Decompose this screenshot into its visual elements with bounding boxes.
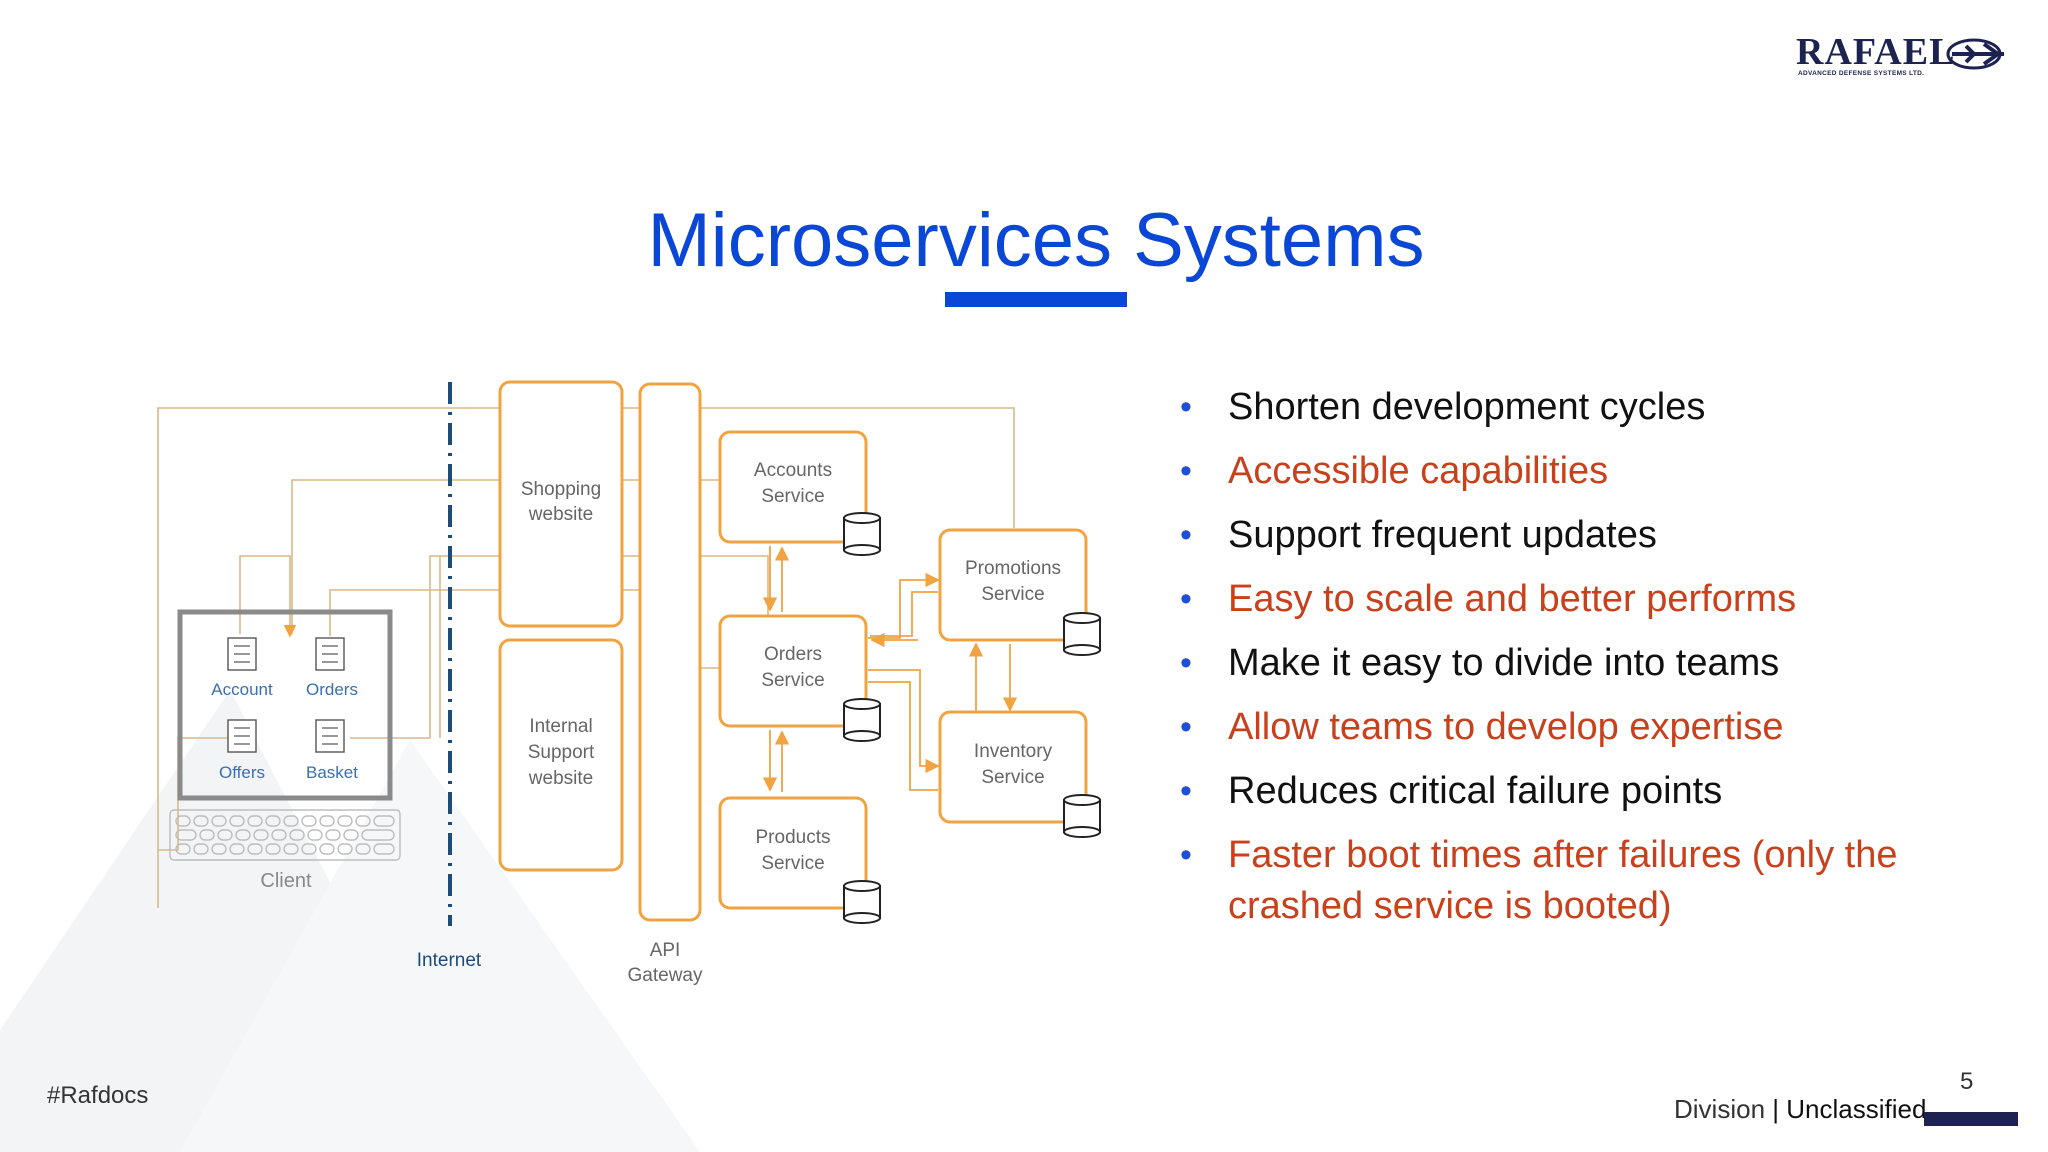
hashtag-label: #Rafdocs bbox=[47, 1082, 149, 1109]
bullet-dot-icon: • bbox=[1180, 644, 1192, 682]
accounts-service: Accounts Service bbox=[718, 430, 881, 556]
bullet-dot-icon: • bbox=[1180, 388, 1192, 426]
database-icon bbox=[1063, 794, 1101, 838]
keyboard-icon bbox=[169, 809, 401, 861]
title-underline bbox=[945, 292, 1127, 307]
bullet-item: • Easy to scale and better performs bbox=[1176, 574, 1936, 625]
bullet-dot-icon: • bbox=[1180, 580, 1192, 618]
bullet-text: Make it easy to divide into teams bbox=[1228, 642, 1780, 684]
bullet-dot-icon: • bbox=[1180, 708, 1192, 746]
internal-website-line1: Internal bbox=[529, 716, 592, 737]
orders-app-icon bbox=[315, 637, 345, 671]
page-number: 5 bbox=[1960, 1068, 1974, 1095]
orders-service-line2: Service bbox=[761, 670, 824, 691]
orders-service-line1: Orders bbox=[764, 644, 822, 665]
bullet-item: • Allow teams to develop expertise bbox=[1176, 702, 1936, 753]
bullet-item: • Reduces critical failure points bbox=[1176, 766, 1936, 817]
client-device: Account Orders Offers Basket Client bbox=[169, 609, 401, 892]
bullet-text: Reduces critical failure points bbox=[1228, 770, 1723, 812]
rafael-logo: RAFAEL ADVANCED DEFENSE SYSTEMS LTD. bbox=[1796, 32, 2020, 84]
shopping-website-line1: Shopping bbox=[521, 479, 601, 500]
database-icon bbox=[843, 698, 881, 742]
microservices-diagram: Account Orders Offers Basket Client Inte… bbox=[157, 380, 1101, 986]
basket-app-icon bbox=[315, 719, 345, 753]
products-service-line2: Service bbox=[761, 853, 824, 874]
client-label: Client bbox=[260, 870, 312, 892]
logo-tagline: ADVANCED DEFENSE SYSTEMS LTD. bbox=[1798, 70, 1925, 77]
app-label-account: Account bbox=[211, 680, 273, 699]
bullet-dot-icon: • bbox=[1180, 516, 1192, 554]
bullet-text: Allow teams to develop expertise bbox=[1228, 706, 1784, 748]
promotions-service-line2: Service bbox=[981, 584, 1044, 605]
internal-website-line3: website bbox=[528, 768, 593, 789]
bullet-text: Support frequent updates bbox=[1228, 514, 1657, 556]
offers-app-icon bbox=[227, 719, 257, 753]
bullet-item: • Accessible capabilities bbox=[1176, 446, 1936, 497]
internal-website-line2: Support bbox=[528, 742, 595, 763]
classification-label: Unclassified bbox=[1786, 1094, 1927, 1124]
logo-wordmark: RAFAEL bbox=[1796, 31, 1956, 73]
database-icon bbox=[843, 512, 881, 556]
bullet-dot-icon: • bbox=[1180, 772, 1192, 810]
inventory-service: Inventory Service bbox=[938, 710, 1101, 838]
products-service: Products Service bbox=[718, 796, 881, 924]
database-icon bbox=[1063, 612, 1101, 656]
bullet-dot-icon: • bbox=[1180, 836, 1192, 874]
accounts-service-line2: Service bbox=[761, 486, 824, 507]
slide-title: Microservices Systems bbox=[647, 198, 1425, 283]
account-app-icon bbox=[227, 637, 257, 671]
division-label: Division bbox=[1674, 1094, 1766, 1124]
internet-label: Internet bbox=[417, 950, 482, 971]
app-label-orders: Orders bbox=[306, 680, 358, 699]
bullet-text: Easy to scale and better performs bbox=[1228, 578, 1797, 620]
footer-separator: | bbox=[1772, 1094, 1780, 1124]
bullet-item: • Shorten development cycles bbox=[1176, 382, 1936, 433]
shopping-website-line2: website bbox=[528, 504, 593, 525]
database-icon bbox=[843, 880, 881, 924]
app-label-basket: Basket bbox=[306, 763, 358, 782]
promotions-service: Promotions Service bbox=[938, 528, 1101, 656]
app-label-offers: Offers bbox=[219, 763, 265, 782]
promotions-service-line1: Promotions bbox=[965, 558, 1061, 579]
bullet-text: Accessible capabilities bbox=[1228, 450, 1609, 492]
inventory-service-line1: Inventory bbox=[974, 741, 1053, 762]
accounts-service-line1: Accounts bbox=[754, 460, 832, 481]
api-gateway-line2: Gateway bbox=[628, 965, 703, 986]
products-service-line1: Products bbox=[756, 827, 831, 848]
shopping-website-box bbox=[498, 380, 624, 628]
inventory-service-line2: Service bbox=[981, 767, 1044, 788]
internal-support-website-box bbox=[498, 638, 624, 872]
service-arrows bbox=[762, 546, 1018, 792]
bullet-text: Faster boot times after failures (only t… bbox=[1228, 834, 1898, 927]
bullet-item: • Faster boot times after failures (only … bbox=[1176, 830, 1936, 932]
benefits-list: • Shorten development cycles • Accessible … bbox=[1176, 382, 1936, 945]
classification-footer: Division | Unclassified bbox=[1674, 1094, 1926, 1125]
orders-service: Orders Service bbox=[718, 614, 881, 742]
api-gateway-line1: API bbox=[650, 940, 681, 961]
page-number-bar bbox=[1924, 1112, 2018, 1126]
bullet-item: • Support frequent updates bbox=[1176, 510, 1936, 561]
bullet-text: Shorten development cycles bbox=[1228, 386, 1706, 428]
bullet-dot-icon: • bbox=[1180, 452, 1192, 490]
bullet-item: • Make it easy to divide into teams bbox=[1176, 638, 1936, 689]
api-gateway-box bbox=[638, 382, 702, 922]
logo-mark-icon bbox=[1946, 38, 2004, 70]
